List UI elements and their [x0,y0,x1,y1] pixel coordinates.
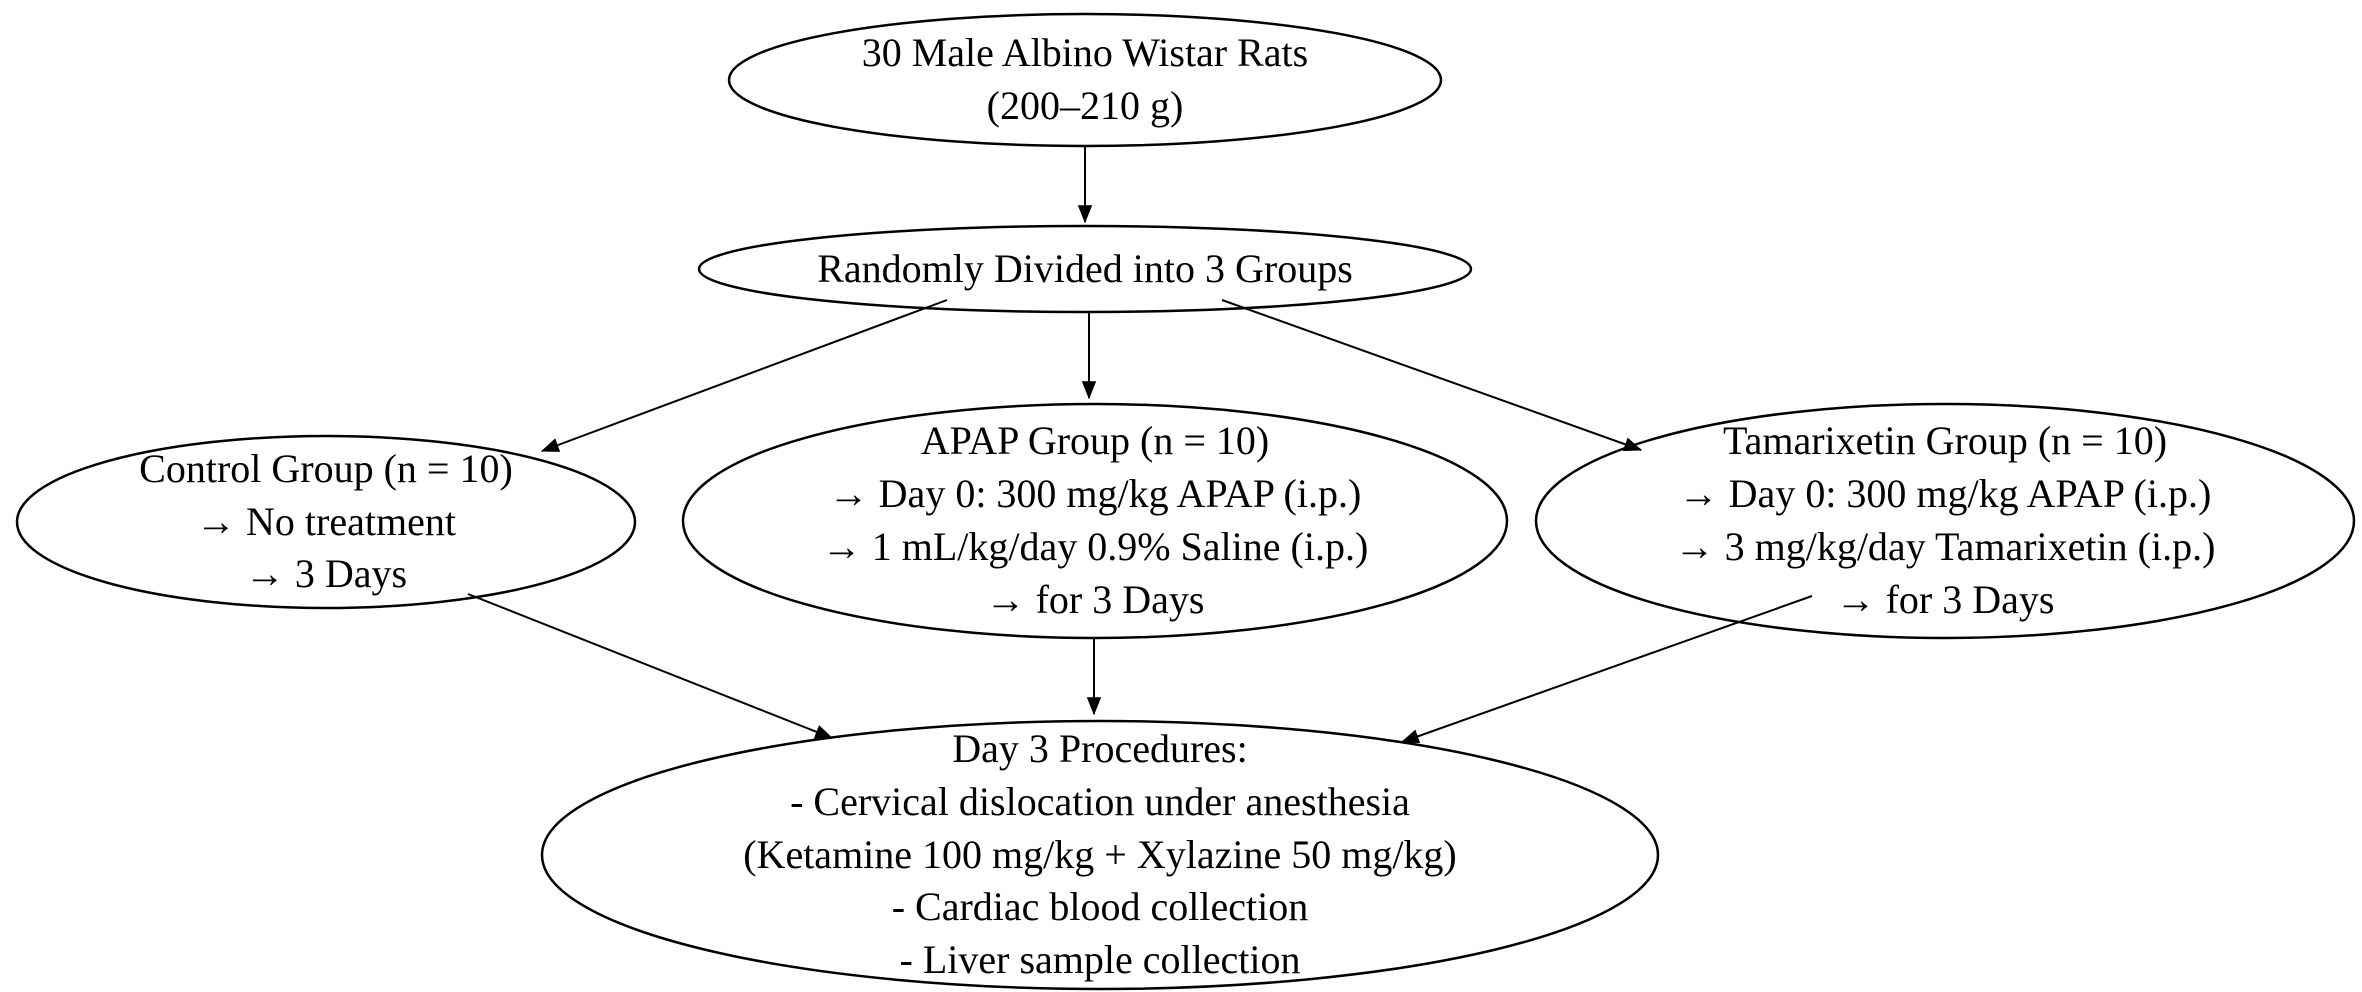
node-text-line: → for 3 Days [985,576,1205,622]
node-ellipse-control [15,434,637,610]
node-text-line: → 3 mg/kg/day Tamarixetin (i.p.) [1674,524,2216,569]
node-text-line: Control Group (n = 10) [139,445,513,491]
node-ellipse-rats [727,12,1443,148]
node-text-line: → Day 0: 300 mg/kg APAP (i.p.) [828,471,1362,517]
node-text-line: APAP Group (n = 10) [920,418,1270,464]
node-text-line: Tamarixetin Group (n = 10) [1722,418,2168,464]
node-label-tamarixetin: Tamarixetin Group (n = 10) → Day 0: 300 … [1536,404,2354,638]
node-text-line: - Cervical dislocation under anesthesia [790,778,1410,824]
edge-tamarixetin-to-day3-arrow [1400,595,1813,744]
node-text-line: (200–210 g) [986,83,1184,128]
edge-divide-to-tamarixetin-arrow [1221,299,1643,452]
node-ellipse-divide [697,224,1473,314]
edge-control-to-day3-arrow [467,593,834,739]
node-label-rats: 30 Male Albino Wistar Rats (200–210 g) [729,14,1441,146]
node-ellipse-tamarixetin [1534,402,2356,640]
node-text-line: → 1 mL/kg/day 0.9% Saline (i.p.) [821,524,1369,569]
node-text-line: (Ketamine 100 mg/kg + Xylazine 50 mg/kg) [743,831,1457,877]
node-text-line: → Day 0: 300 mg/kg APAP (i.p.) [1678,471,2212,517]
node-text-line: - Cardiac blood collection [891,884,1309,930]
node-text-line: → for 3 Days [1835,576,2055,622]
node-text-line: Randomly Divided into 3 Groups [817,245,1353,291]
node-label-divide: Randomly Divided into 3 Groups [699,226,1471,312]
node-text-line: 30 Male Albino Wistar Rats [861,30,1309,76]
node-label-day3: Day 3 Procedures: - Cervical dislocation… [542,721,1658,989]
node-ellipse-day3 [540,719,1660,991]
node-label-control: Control Group (n = 10) → No treatment → … [17,436,635,608]
node-text-line: - Liver sample collection [899,937,1301,983]
edge-divide-to-control-arrow [540,299,948,452]
node-text-line: → No treatment [196,498,456,544]
node-ellipse-apap [681,402,1509,640]
node-text-line: Day 3 Procedures: [952,726,1248,771]
node-label-apap: APAP Group (n = 10) → Day 0: 300 mg/kg A… [683,404,1507,638]
node-text-line: → 3 Days [244,551,408,597]
